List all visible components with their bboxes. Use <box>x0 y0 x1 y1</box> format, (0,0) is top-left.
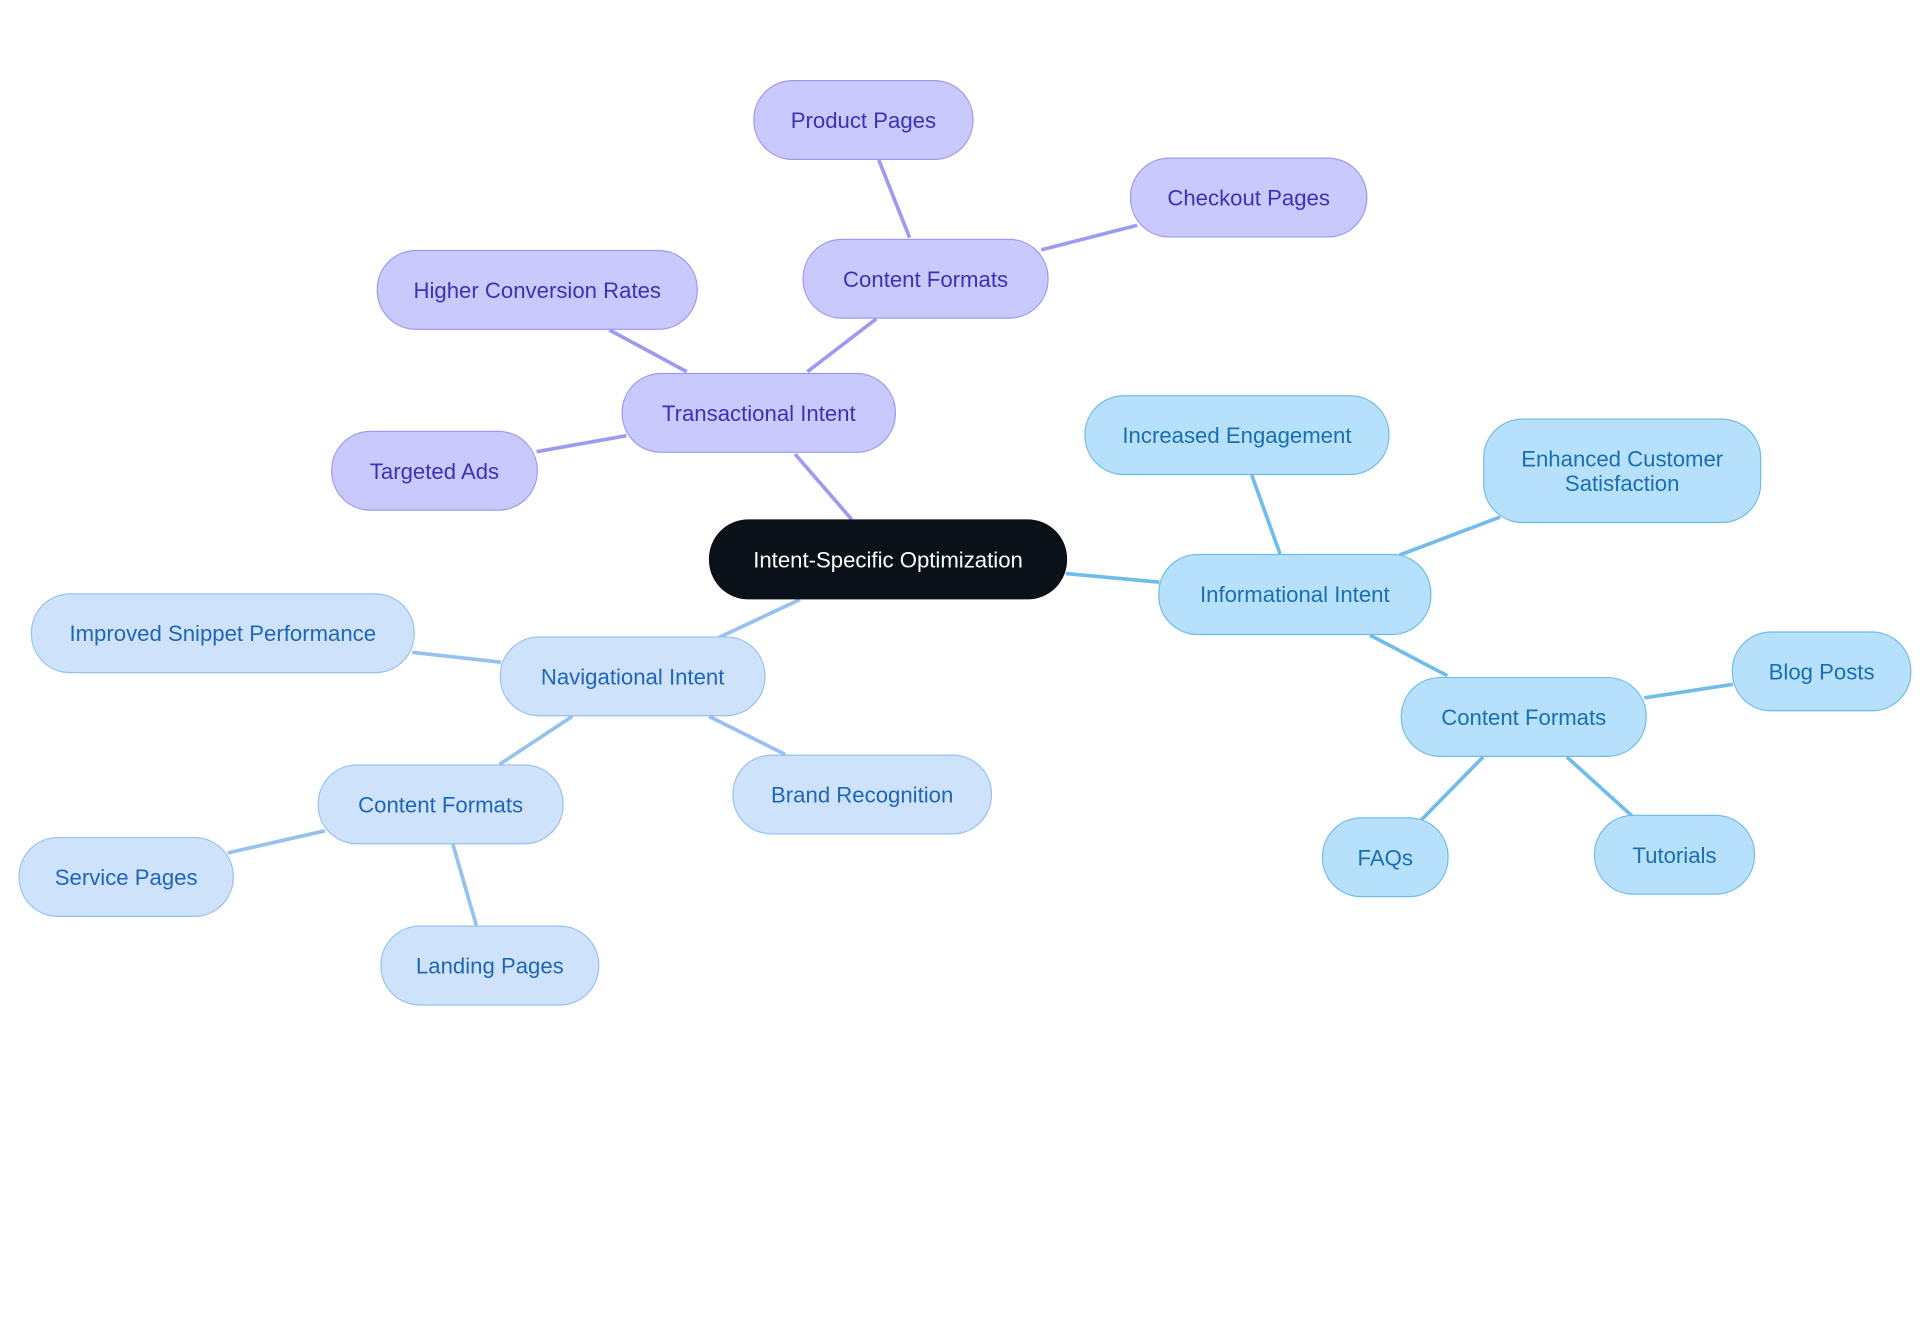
checkout-pages-node: Checkout Pages <box>1129 157 1368 238</box>
navigational-content-formats-node: Content Formats <box>317 764 564 845</box>
edge-content-formats-landing-pages <box>451 843 479 927</box>
edge-transactional-higher-conversion <box>608 328 688 374</box>
informational-content-formats-node: Content Formats <box>1400 676 1647 757</box>
edge-navigational-content-formats <box>498 714 574 766</box>
edge-content-formats-service-pages <box>227 828 326 855</box>
edge-transactional-content-formats <box>806 317 878 374</box>
increased-engagement-node: Increased Engagement <box>1084 395 1390 476</box>
edge-content-formats-faqs <box>1420 755 1485 822</box>
brand-recognition-node: Brand Recognition <box>732 754 993 835</box>
edge-root-informational <box>1065 571 1160 585</box>
edge-navigational-improved-snippet <box>412 650 502 665</box>
edge-content-formats-tutorials <box>1565 755 1634 818</box>
transactional-content-formats-node: Content Formats <box>802 238 1049 319</box>
edge-informational-content-formats <box>1369 633 1449 678</box>
product-pages-node: Product Pages <box>753 80 974 161</box>
enhanced-customer-satisfaction-node: Enhanced Customer Satisfaction <box>1483 418 1762 524</box>
navigational-intent-node: Navigational Intent <box>499 636 766 717</box>
edge-informational-enhanced-satisfaction <box>1398 515 1501 557</box>
edge-navigational-brand-recognition <box>708 714 787 757</box>
informational-intent-node: Informational Intent <box>1158 553 1432 636</box>
edge-transactional-targeted-ads <box>536 433 627 454</box>
transactional-intent-node: Transactional Intent <box>621 372 897 453</box>
edge-informational-increased-engagement <box>1249 474 1282 555</box>
landing-pages-node: Landing Pages <box>380 925 600 1006</box>
root-node: Intent-Specific Optimization <box>708 519 1068 600</box>
edge-root-transactional <box>793 452 854 521</box>
edge-root-navigational <box>718 597 801 640</box>
edge-content-formats-checkout-pages <box>1040 223 1138 252</box>
mind-map-edges <box>227 159 1734 927</box>
higher-conversion-rates-node: Higher Conversion Rates <box>376 249 698 330</box>
edge-content-formats-blog-posts <box>1644 682 1734 700</box>
edge-content-formats-product-pages <box>877 159 912 239</box>
tutorials-node: Tutorials <box>1593 814 1756 895</box>
targeted-ads-node: Targeted Ads <box>331 430 538 511</box>
faqs-node: FAQs <box>1321 817 1449 898</box>
blog-posts-node: Blog Posts <box>1731 631 1912 712</box>
service-pages-node: Service Pages <box>18 836 234 917</box>
improved-snippet-performance-node: Improved Snippet Performance <box>30 593 415 674</box>
